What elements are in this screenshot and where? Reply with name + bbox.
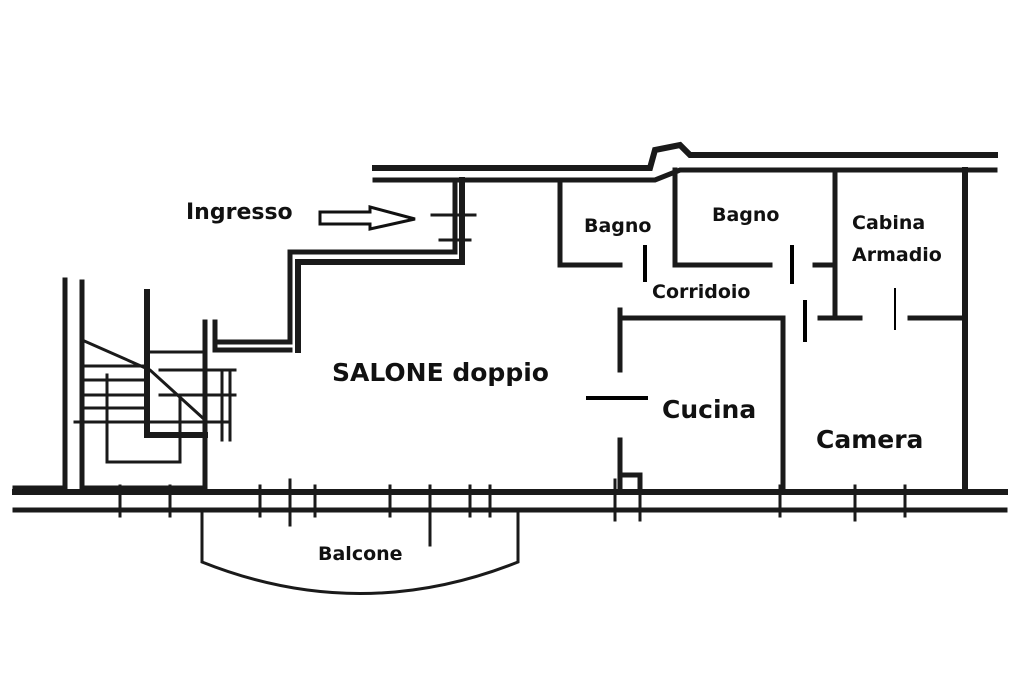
arrow-right-icon — [318, 205, 416, 231]
ingresso-walls — [217, 177, 477, 353]
staircase — [12, 277, 293, 491]
balcone-outline — [200, 508, 520, 595]
label-camera: Camera — [816, 425, 924, 454]
bathroom-walls — [557, 167, 968, 321]
kitchen-walls — [617, 307, 786, 495]
door-markers — [586, 245, 896, 400]
label-bagno-1: Bagno — [584, 215, 652, 237]
label-bagno-2: Bagno — [712, 204, 780, 226]
label-corridoio: Corridoio — [652, 281, 751, 303]
exterior-walls — [12, 141, 1008, 547]
label-cucina: Cucina — [662, 395, 757, 424]
label-salone: SALONE doppio — [332, 358, 549, 387]
label-ingresso: Ingresso — [186, 200, 293, 225]
label-cabina: Cabina — [852, 212, 926, 234]
label-armadio: Armadio — [852, 244, 942, 266]
label-balcone: Balcone — [318, 543, 403, 565]
